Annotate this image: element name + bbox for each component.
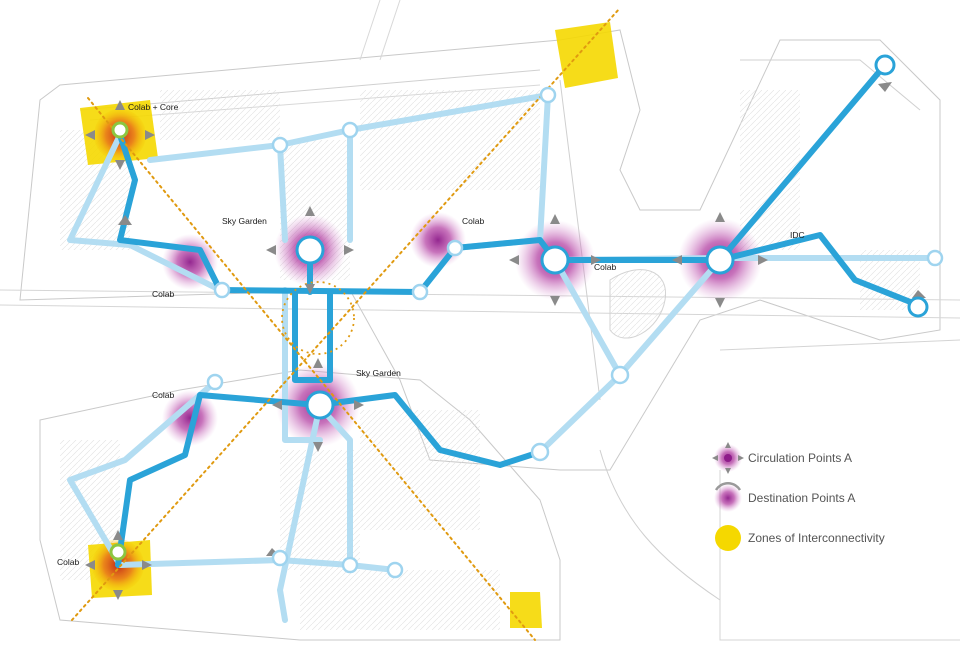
legend-item-zones: Zones of Interconnectivity [715,525,885,551]
central-axis-ring [281,281,355,355]
hub-colab-right [540,245,570,275]
hub-idc [705,245,735,275]
label-colab-bottom: Colab [57,557,79,567]
destination-point-icon [714,484,742,512]
label-colab-right: Colab [594,262,616,272]
label-sky-garden-mid: Sky Garden [356,368,401,378]
floor-plan-fill [60,90,920,630]
core-nodes [109,121,129,561]
building-upper-outline [19,29,941,471]
legend: Circulation Points A Destination Points … [712,442,885,551]
label-colab-center: Colab [462,216,484,226]
legend-zones-label: Zones of Interconnectivity [748,531,885,545]
legend-destination-label: Destination Points A [748,491,855,505]
zone-icon [715,525,741,551]
zone-bottom-center [510,592,542,628]
building-lower-outline [39,369,561,641]
label-idc: IDC [790,230,805,240]
legend-item-destination: Destination Points A [714,481,855,512]
label-colab-left: Colab [152,289,174,299]
legend-circulation-label: Circulation Points A [748,451,852,465]
hub-sky-garden-top [295,235,325,265]
hub-sky-garden-mid [305,390,335,420]
path-nodes [206,86,944,579]
axes [71,7,621,641]
direction-arrows [85,82,926,600]
map-labels: Colab + Core Sky Garden Colab Colab IDC … [57,102,805,567]
legend-item-circulation: Circulation Points A [712,442,852,474]
label-colab-core: Colab + Core [128,102,179,112]
end-nodes [874,54,929,318]
zone-top-right [555,22,618,88]
label-colab-lower-left: Colab [152,390,174,400]
hub-nodes [295,235,735,420]
label-sky-garden-top: Sky Garden [222,216,267,226]
